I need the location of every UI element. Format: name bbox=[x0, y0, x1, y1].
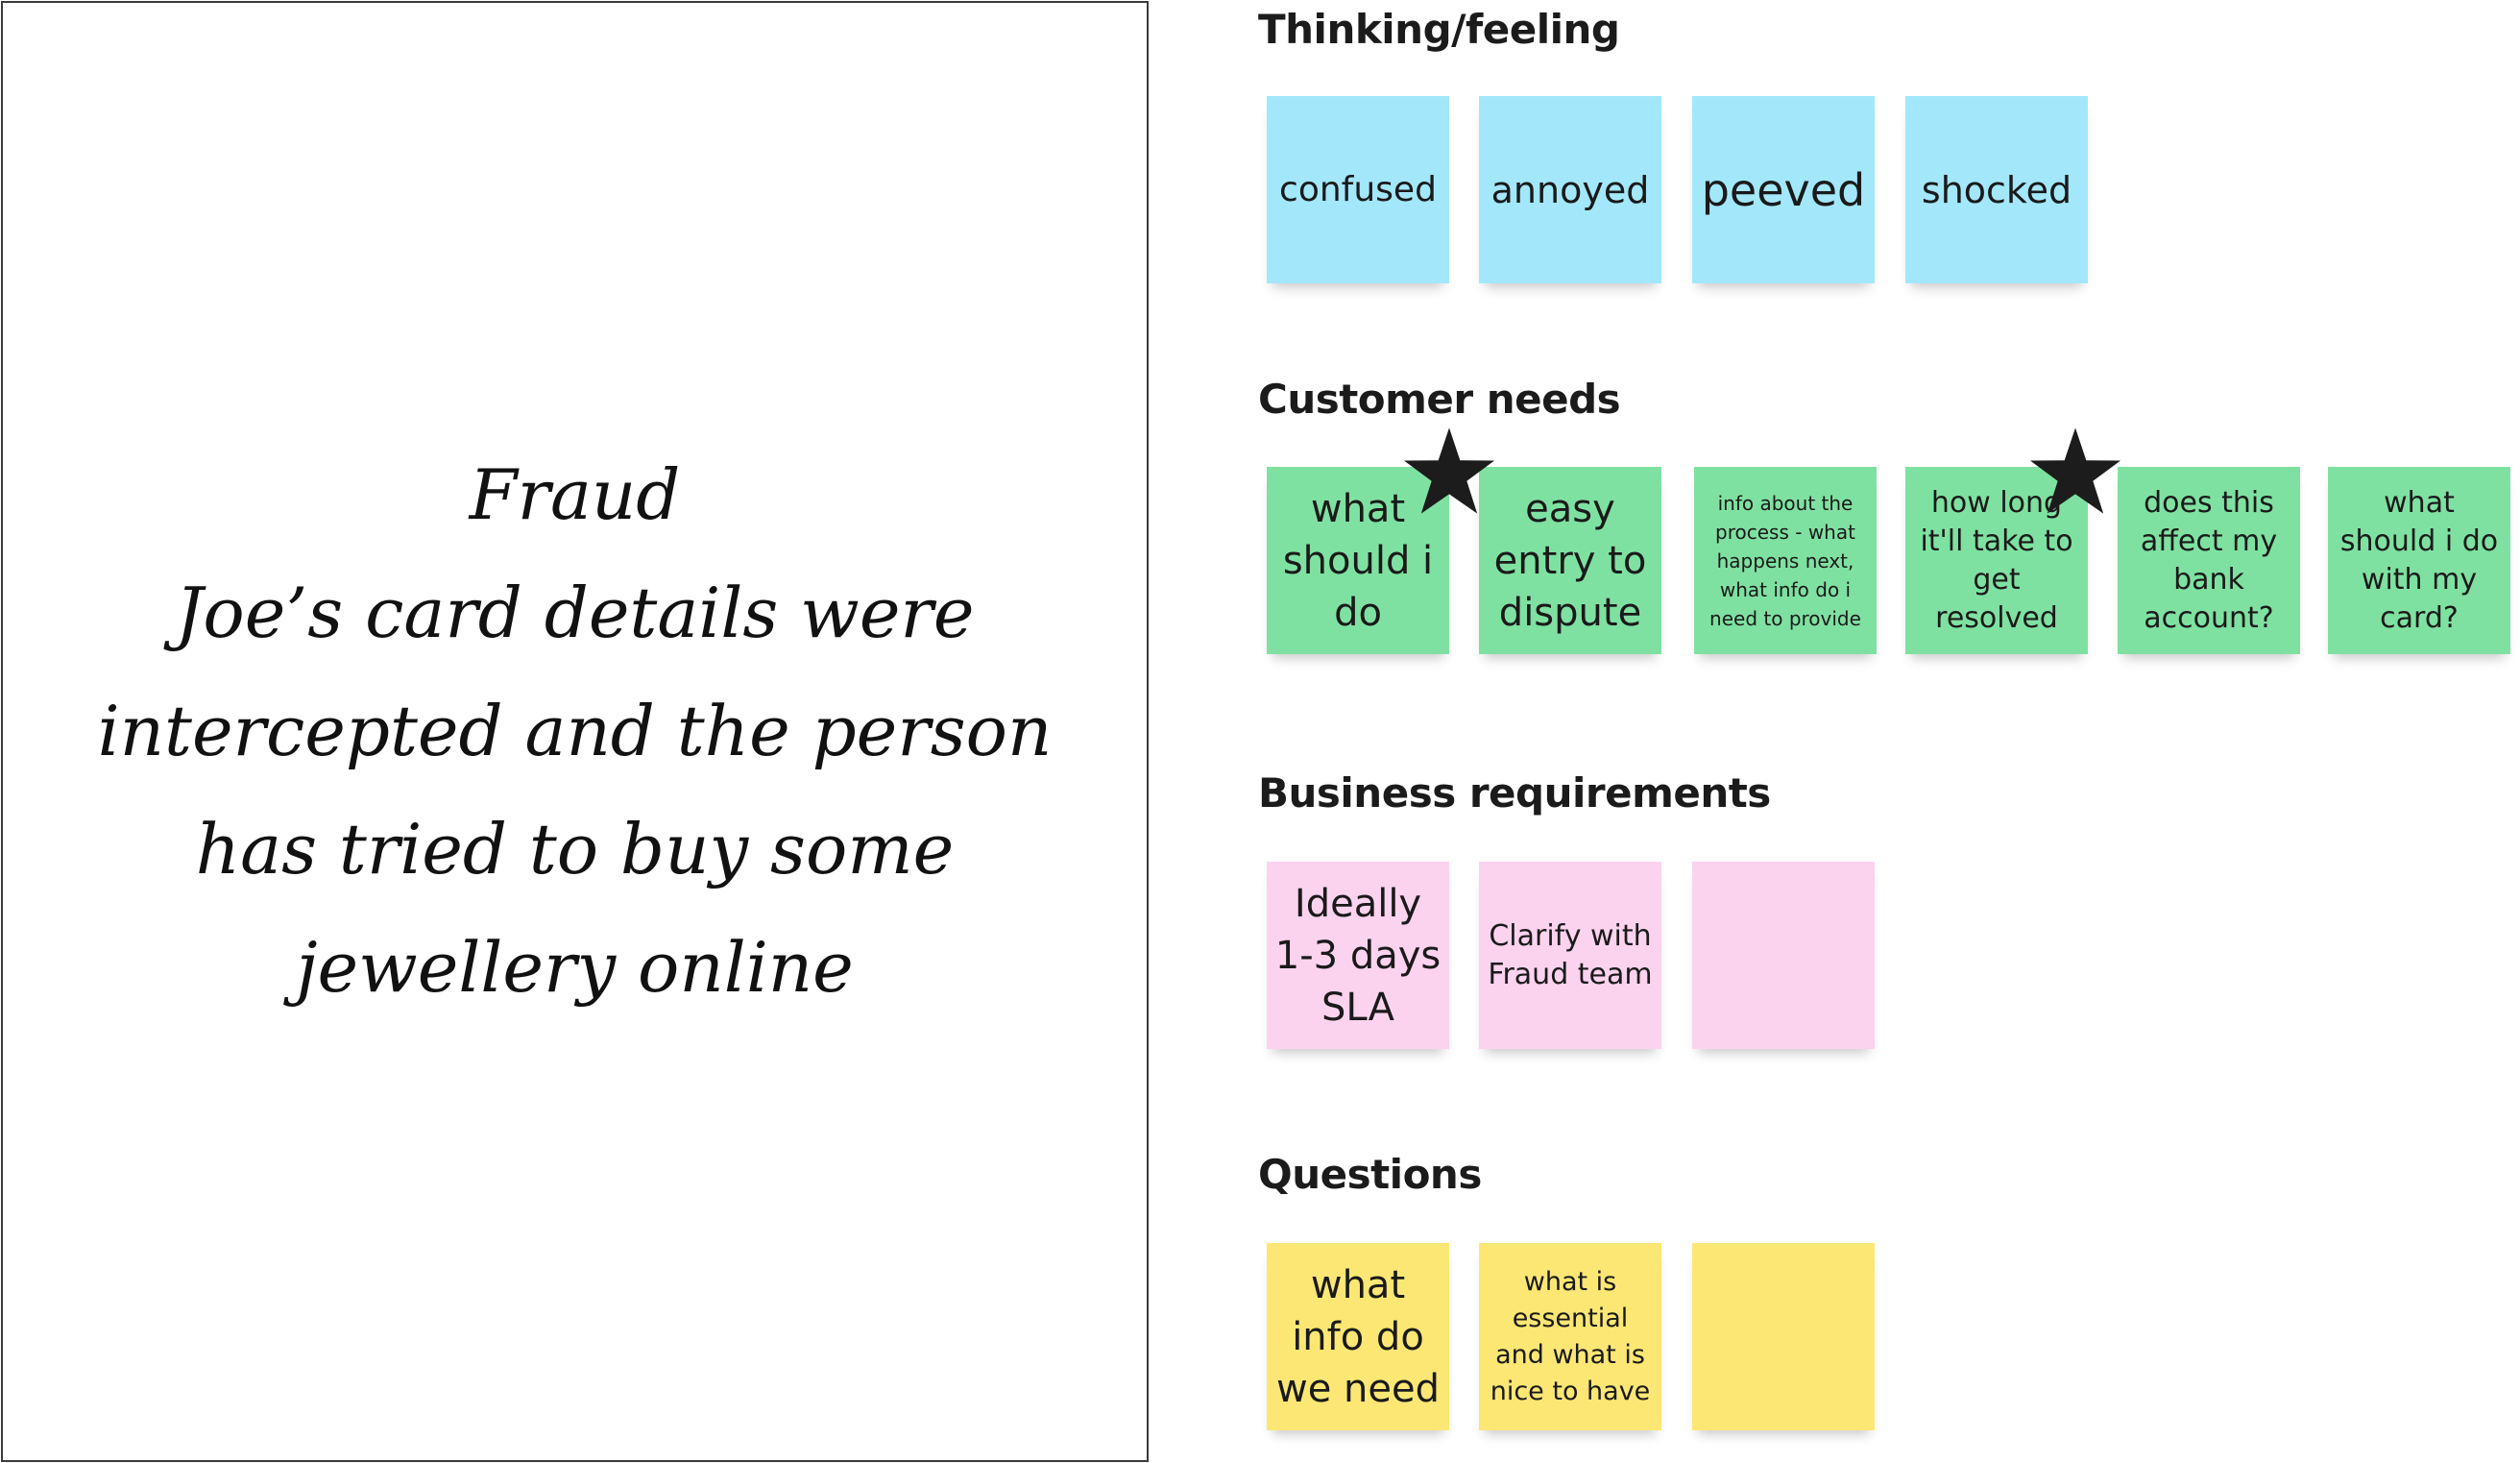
sticky-note-text: how long it'll take to get resolved bbox=[1920, 485, 2073, 635]
sticky-note-process-info[interactable]: info about the process - what happens ne… bbox=[1694, 467, 1877, 654]
sticky-note-text: does this affect my bank account? bbox=[2140, 485, 2278, 635]
star-icon[interactable] bbox=[1403, 427, 1495, 516]
sticky-note-card[interactable]: what should i do with my card? bbox=[2328, 467, 2510, 654]
section-heading-questions: Questions bbox=[1258, 1151, 1482, 1198]
sticky-note-sla[interactable]: Ideally 1-3 days SLA bbox=[1267, 862, 1449, 1049]
scenario-description: Joe’s card details were intercepted and … bbox=[97, 573, 1053, 1008]
sticky-note-what-info[interactable]: what info do we need bbox=[1267, 1243, 1449, 1430]
sticky-note-easy-entry[interactable]: easy entry to dispute bbox=[1479, 467, 1661, 654]
section-heading-thinking-feeling: Thinking/feeling bbox=[1258, 6, 1620, 53]
sticky-note-text: peeved bbox=[1701, 163, 1866, 216]
sticky-note-clarify-fraud-team[interactable]: Clarify with Fraud team bbox=[1479, 862, 1661, 1049]
sticky-note-text: Clarify with Fraud team bbox=[1488, 918, 1653, 991]
section-heading-customer-needs: Customer needs bbox=[1258, 376, 1621, 423]
sticky-note-text: info about the process - what happens ne… bbox=[1709, 491, 1861, 630]
star-icon[interactable] bbox=[2029, 427, 2121, 516]
sticky-note-how-long[interactable]: how long it'll take to get resolved bbox=[1905, 467, 2088, 654]
sticky-note-text: shocked bbox=[1921, 168, 2072, 211]
sticky-note-essential-vs-nice[interactable]: what is essential and what is nice to ha… bbox=[1479, 1243, 1661, 1430]
sticky-note-text: Ideally 1-3 days SLA bbox=[1274, 881, 1442, 1030]
sticky-note-text: annoyed bbox=[1490, 168, 1650, 211]
section-heading-business-requirements: Business requirements bbox=[1258, 769, 1771, 817]
sticky-note-bank-account[interactable]: does this affect my bank account? bbox=[2118, 467, 2300, 654]
sticky-note-text: what should i do bbox=[1282, 486, 1434, 635]
sticky-note-text: confused bbox=[1279, 170, 1437, 209]
sticky-note-empty[interactable] bbox=[1692, 862, 1875, 1049]
sticky-note-text: what is essential and what is nice to ha… bbox=[1490, 1266, 1651, 1406]
sticky-note-empty[interactable] bbox=[1692, 1243, 1875, 1430]
sticky-note-annoyed[interactable]: annoyed bbox=[1479, 96, 1661, 283]
sticky-note-text: what should i do with my card? bbox=[2339, 485, 2499, 635]
sticky-note-shocked[interactable]: shocked bbox=[1905, 96, 2088, 283]
sticky-note-peeved[interactable]: peeved bbox=[1692, 96, 1875, 283]
sticky-note-text: easy entry to dispute bbox=[1493, 486, 1647, 635]
sticky-note-confused[interactable]: confused bbox=[1267, 96, 1449, 283]
scenario-card[interactable]: Fraud Joe’s card details were intercepte… bbox=[1, 1, 1149, 1462]
scenario-title: Fraud bbox=[469, 454, 681, 535]
sticky-note-text: what info do we need bbox=[1276, 1262, 1440, 1411]
sticky-note-what-should-i-do[interactable]: what should i do bbox=[1267, 467, 1449, 654]
